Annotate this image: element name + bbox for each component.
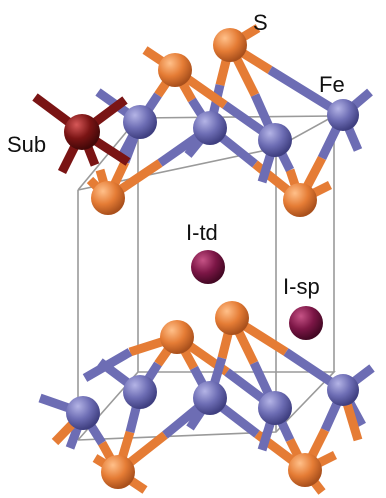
bottom-fes-layer (38, 301, 375, 495)
label-fe: Fe (319, 72, 345, 97)
fe-atom (123, 375, 157, 409)
s-atom (91, 181, 125, 215)
s-atom (158, 53, 192, 87)
s-atom (215, 301, 249, 335)
fe-atom (193, 111, 227, 145)
fe-atom (66, 396, 100, 430)
fe-atom (193, 381, 227, 415)
label-i-td: I-td (186, 220, 218, 245)
sub-atom (64, 114, 100, 150)
label-sub: Sub (7, 132, 46, 157)
fe-atom (258, 391, 292, 425)
s-atom (283, 183, 317, 217)
s-atom (288, 453, 322, 487)
interstitial-td-atom (191, 250, 225, 284)
s-atom (160, 320, 194, 354)
s-atom (213, 28, 247, 62)
s-atom (101, 455, 135, 489)
top-fes-layer (32, 24, 373, 217)
label-s: S (253, 10, 268, 35)
fe-atom (258, 123, 292, 157)
interstitial-sp-atom (289, 306, 323, 340)
fe-atom (327, 374, 359, 406)
fe-atom (123, 105, 157, 139)
label-i-sp: I-sp (283, 274, 320, 299)
fe-atom (327, 99, 359, 131)
